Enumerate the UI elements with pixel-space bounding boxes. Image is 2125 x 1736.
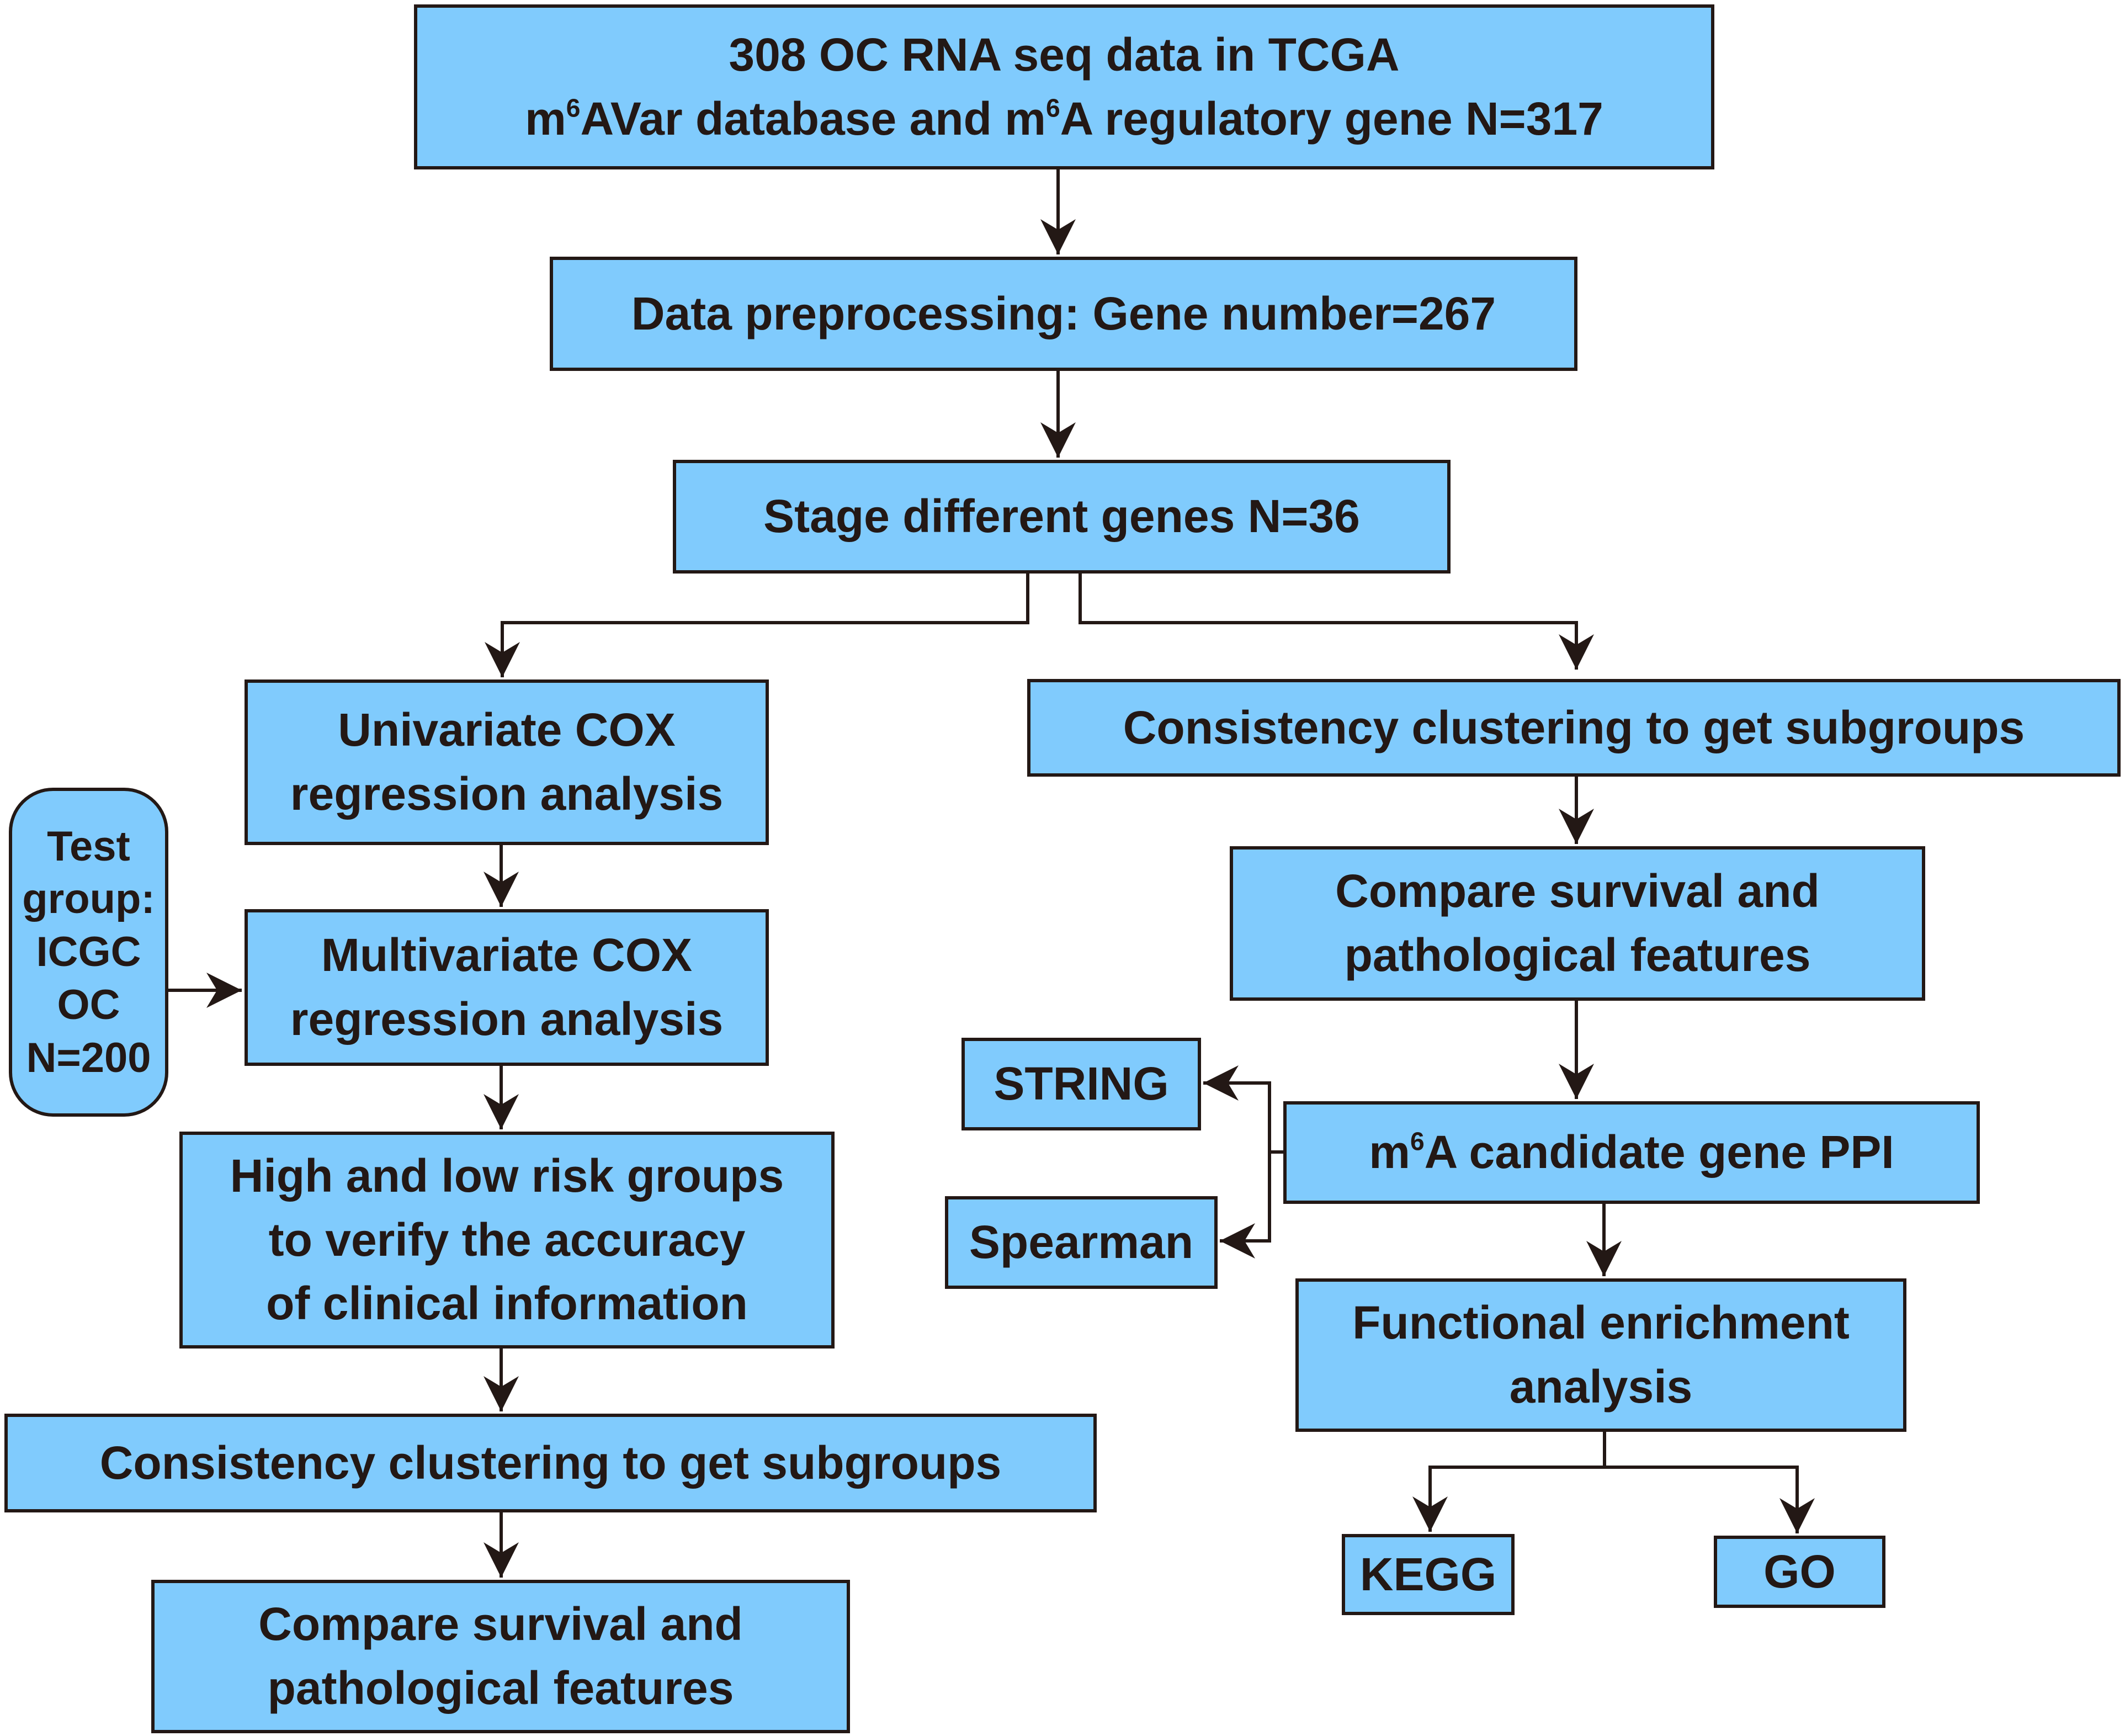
left-consistency-clustering-box: Consistency clustering to get subgroups	[4, 1414, 1097, 1512]
test-group-box: Test group: ICGC OC N=200	[9, 788, 168, 1117]
ppi-box: m6A candidate gene PPI	[1283, 1101, 1980, 1204]
left-compare-survival-box: Compare survival and pathological featur…	[151, 1580, 850, 1733]
right-compare-survival-box: Compare survival and pathological featur…	[1230, 846, 1925, 1001]
go-box: GO	[1714, 1536, 1885, 1608]
arrow-ppi-to-spearman	[1220, 1152, 1271, 1259]
string-text: STRING	[994, 1058, 1169, 1110]
univariate-cox-box: Univariate COX regression analysis	[245, 679, 769, 845]
spearman-text: Spearman	[969, 1216, 1194, 1268]
test-group-line2: group:	[22, 875, 155, 923]
data-preprocessing-box: Data preprocessing: Gene number=267	[550, 257, 1577, 371]
test-group-line5: N=200	[26, 1034, 151, 1081]
right-compare-survival-line1: Compare survival and	[1335, 865, 1820, 917]
arrow-stage-genes-to-univariate	[485, 574, 1029, 677]
arrow-enrichment-to-go	[1605, 1466, 1815, 1533]
stage-different-genes-box: Stage different genes N=36	[673, 460, 1451, 574]
test-group-line4: OC	[57, 981, 120, 1028]
risk-groups-line2: to verify the accuracy	[268, 1213, 746, 1266]
right-compare-survival-line2: pathological features	[1344, 929, 1811, 981]
functional-enrichment-box: Functional enrichment analysis	[1295, 1278, 1906, 1432]
kegg-text: KEGG	[1359, 1548, 1497, 1600]
source-data-line1: 308 OC RNA seq data in TCGA	[729, 28, 1400, 81]
univariate-cox-line1: Univariate COX	[338, 704, 676, 756]
test-group-line3: ICGC	[36, 928, 141, 976]
right-consistency-clustering-box: Consistency clustering to get subgroups	[1027, 679, 2121, 777]
stage-different-genes-text: Stage different genes N=36	[763, 490, 1360, 543]
kegg-box: KEGG	[1342, 1534, 1515, 1615]
univariate-cox-line2: regression analysis	[290, 768, 724, 820]
source-data-box: 308 OC RNA seq data in TCGA m6AVar datab…	[414, 4, 1714, 169]
left-compare-survival-line2: pathological features	[267, 1662, 734, 1714]
arrow-enrichment-to-kegg	[1412, 1432, 1606, 1532]
string-box: STRING	[961, 1038, 1201, 1130]
risk-groups-box: High and low risk groups to verify the a…	[179, 1132, 835, 1349]
data-preprocessing-text: Data preprocessing: Gene number=267	[631, 287, 1496, 339]
arrow-stage-genes-to-right-clustering	[1079, 574, 1594, 670]
right-consistency-clustering-text: Consistency clustering to get subgroups	[1123, 701, 2025, 753]
multivariate-cox-line1: Multivariate COX	[321, 929, 693, 981]
source-data-line2: m6AVar database and m6A regulatory gene …	[525, 92, 1603, 145]
risk-groups-line3: of clinical information	[266, 1277, 748, 1330]
spearman-box: Spearman	[945, 1196, 1218, 1289]
arrow-ppi-to-string	[1203, 1065, 1283, 1154]
functional-enrichment-line1: Functional enrichment	[1352, 1297, 1850, 1349]
ppi-text: m6A candidate gene PPI	[1369, 1126, 1894, 1178]
functional-enrichment-line2: analysis	[1509, 1361, 1693, 1413]
multivariate-cox-box: Multivariate COX regression analysis	[245, 909, 769, 1066]
test-group-line1: Test	[47, 822, 130, 870]
risk-groups-line1: High and low risk groups	[230, 1149, 784, 1202]
go-text: GO	[1763, 1545, 1836, 1597]
left-compare-survival-line1: Compare survival and	[258, 1598, 743, 1650]
left-consistency-clustering-text: Consistency clustering to get subgroups	[99, 1436, 1002, 1489]
multivariate-cox-line2: regression analysis	[290, 993, 724, 1045]
